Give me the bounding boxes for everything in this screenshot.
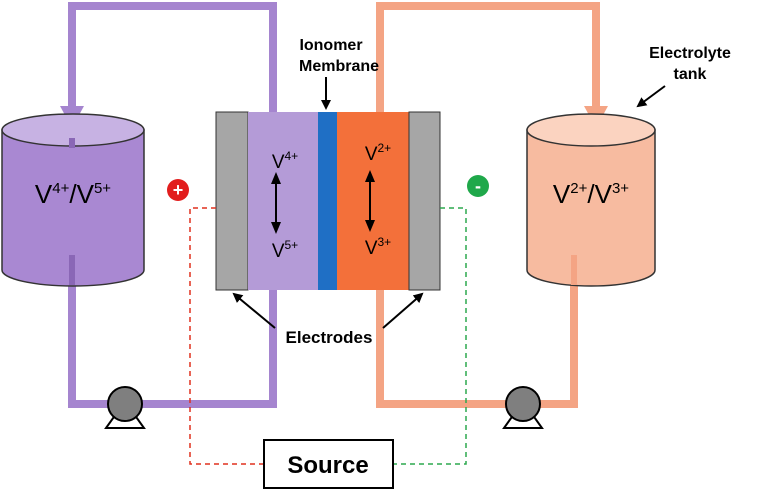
source-box (263, 439, 394, 489)
left-pump-icon (104, 386, 146, 429)
cell-stack: V4+ V5+ V2+ V3+ (215, 111, 441, 291)
right-top-pipe (376, 2, 600, 112)
positive-wire (189, 207, 264, 465)
right-tank-label: V2+/V3+ (553, 179, 629, 209)
source-label: Source (287, 452, 368, 479)
left-cell-bottom-ion: V5+ (272, 238, 298, 262)
left-cell-double-arrow-icon (271, 172, 281, 234)
svg-text:+: + (173, 180, 184, 200)
svg-text:-: - (475, 176, 481, 196)
membrane-label-line2: Membrane (299, 58, 379, 75)
ionomer-membrane (318, 112, 337, 290)
tank-pointer-arrow-icon (636, 85, 666, 108)
left-half-cell (248, 112, 318, 290)
negative-wire (393, 207, 467, 465)
electrodes-label: Electrodes (286, 328, 373, 347)
left-electrolyte-tank: V4+/V5+ (1, 113, 145, 287)
right-electrolyte-pipes (376, 2, 600, 408)
tank-label-line1: Electrolyte (649, 45, 731, 62)
right-cell-bottom-ion: V3+ (365, 235, 391, 259)
left-electrolyte-pipes (68, 2, 277, 408)
right-electrode-pointer-arrow-icon (382, 292, 424, 329)
left-bottom-pipe (68, 260, 277, 408)
left-cell-top-ion: V4+ (272, 149, 298, 173)
left-electrode-pointer-arrow-icon (232, 292, 276, 329)
left-electrode (215, 111, 249, 291)
right-half-cell (337, 112, 409, 290)
right-bottom-pipe (376, 260, 578, 408)
membrane-label-line1: Ionomer (299, 37, 362, 54)
tank-label-line2: tank (674, 66, 707, 83)
positive-terminal-icon: + (167, 179, 189, 201)
negative-terminal-icon: - (467, 175, 489, 197)
left-tank-label: V4+/V5+ (35, 179, 111, 209)
right-cell-double-arrow-icon (365, 170, 375, 232)
right-pump-icon (502, 386, 544, 429)
right-cell-top-ion: V2+ (365, 141, 391, 165)
right-electrode (408, 111, 441, 291)
right-electrolyte-tank: V2+/V3+ (526, 113, 656, 287)
left-top-pipe (68, 2, 277, 118)
